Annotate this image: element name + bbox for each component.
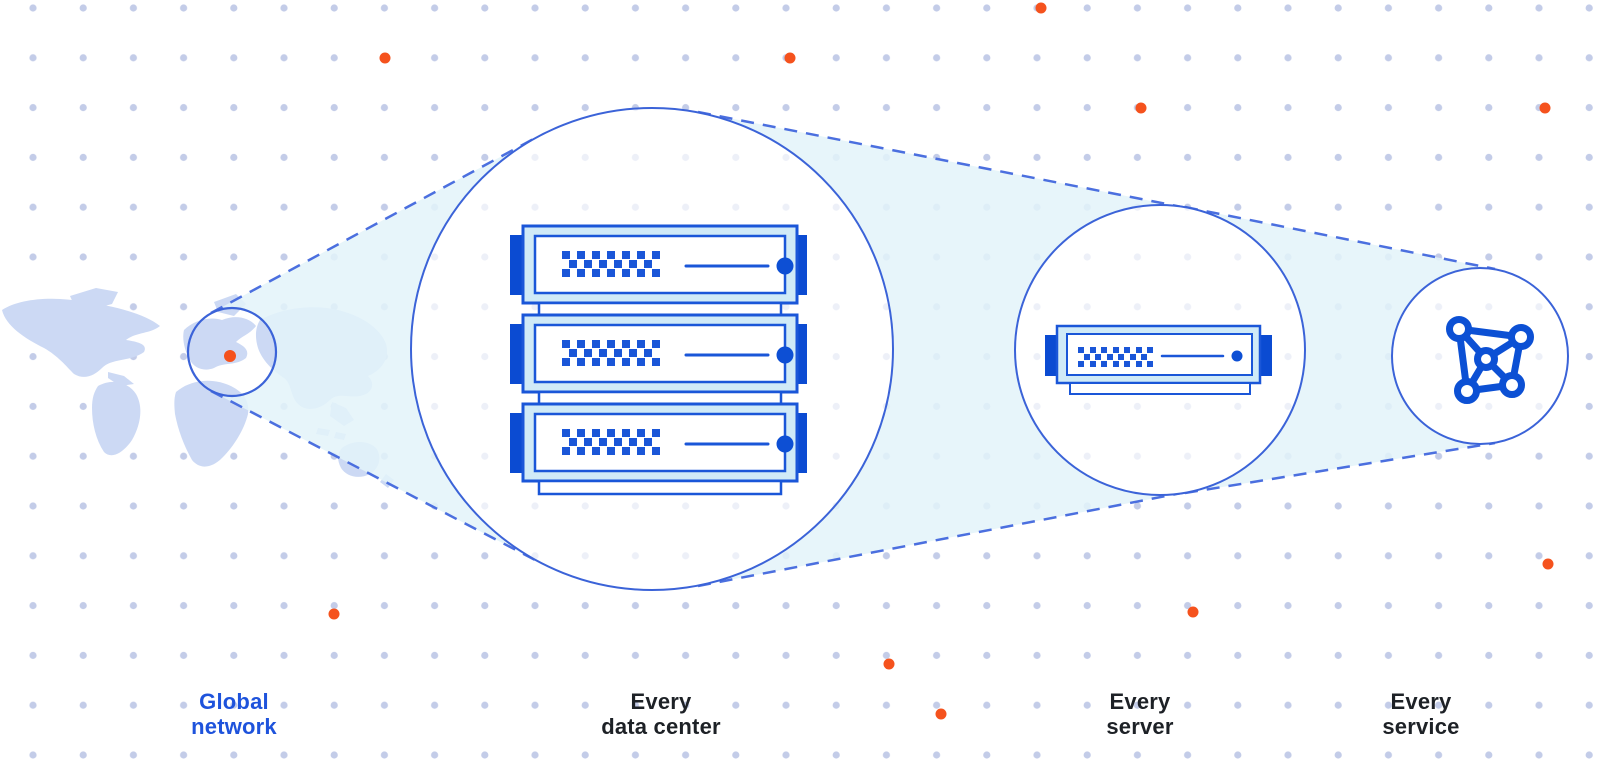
label-global-network: Global network bbox=[191, 689, 277, 739]
label-every-server: Every server bbox=[1106, 689, 1173, 739]
network-mesh-icon bbox=[1446, 316, 1534, 404]
label-line: Every bbox=[630, 689, 692, 714]
label-line: data center bbox=[601, 714, 721, 739]
server-rack-icon bbox=[508, 224, 809, 496]
label-line: service bbox=[1382, 714, 1460, 739]
dashed-guide-lines bbox=[210, 110, 1496, 588]
location-dot bbox=[224, 350, 236, 362]
orange-accent-dots bbox=[328, 2, 1554, 720]
server-icon bbox=[1045, 324, 1272, 395]
label-line: server bbox=[1106, 714, 1174, 739]
globe-highlight-circle bbox=[186, 306, 278, 398]
label-line: Global bbox=[199, 689, 269, 714]
label-every-service: Every service bbox=[1382, 689, 1459, 739]
label-line: network bbox=[191, 714, 277, 739]
label-line: Every bbox=[1109, 689, 1171, 714]
label-every-data-center: Every data center bbox=[601, 689, 721, 739]
label-line: Every bbox=[1390, 689, 1452, 714]
